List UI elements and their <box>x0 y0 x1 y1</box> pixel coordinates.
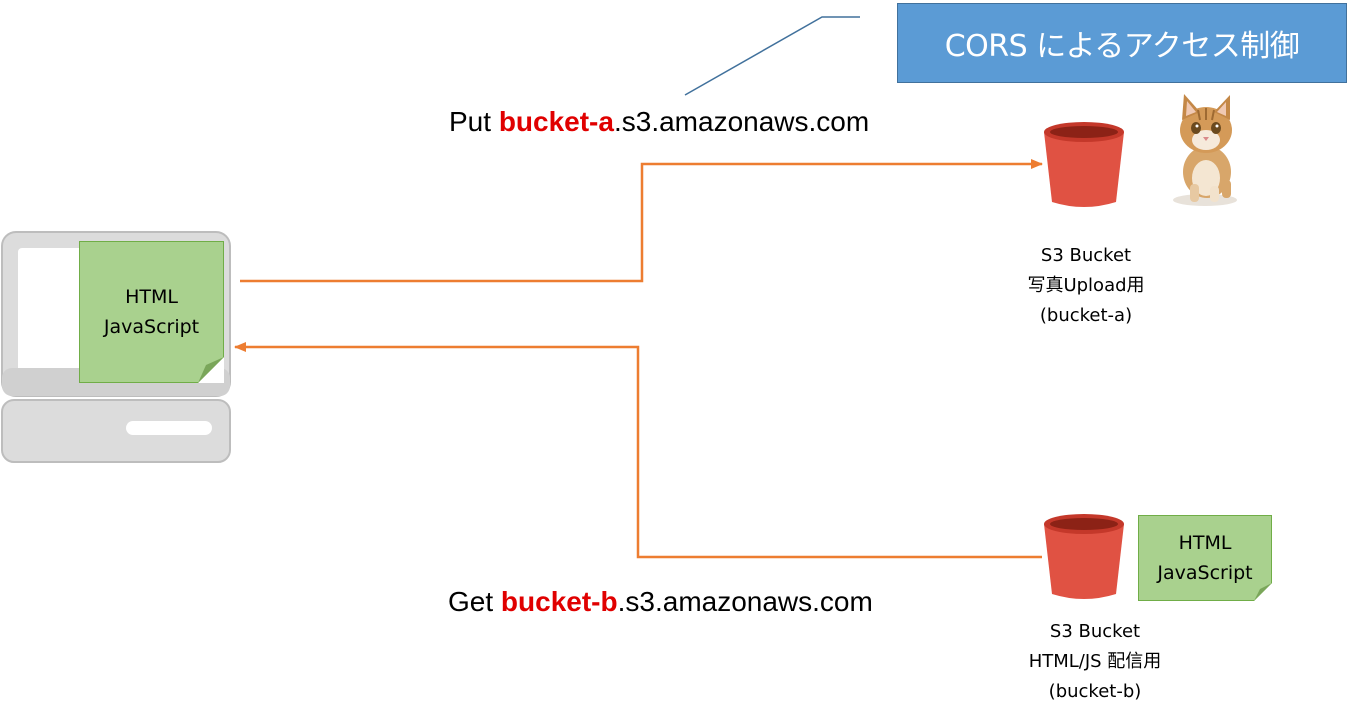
s3-bucket-a-icon <box>1044 122 1124 207</box>
client-note-line2: JavaScript <box>103 316 200 338</box>
bucket-b-note-line2: JavaScript <box>1157 562 1253 584</box>
note-fold-icon <box>1254 583 1272 601</box>
get-method: Get <box>448 586 494 617</box>
get-request-label: Get bucket-b.s3.amazonaws.com <box>448 586 873 618</box>
put-bucket-name: bucket-a <box>498 106 614 137</box>
bucket-a-caption-line3: (bucket-a) <box>1039 305 1133 326</box>
bucket-a-caption-line1: S3 Bucket <box>1040 245 1132 266</box>
client-html-js-note: HTML JavaScript <box>79 241 224 383</box>
title-text: CORS によるアクセス制御 <box>944 29 1300 64</box>
put-arrow <box>240 159 1043 283</box>
callout-leader-line <box>684 16 860 96</box>
get-bucket-name: bucket-b <box>500 586 618 617</box>
kitten-photo <box>1173 94 1237 206</box>
bucket-b-caption-line1: S3 Bucket <box>1049 621 1141 642</box>
bucket-a-caption-line2: 写真Upload用 <box>1027 275 1145 296</box>
bucket-b-html-js-note: HTML JavaScript <box>1138 515 1272 601</box>
put-method: Put <box>449 106 492 137</box>
put-request-label: Put bucket-a.s3.amazonaws.com <box>449 106 869 138</box>
s3-bucket-b-icon <box>1044 514 1124 599</box>
bucket-a-caption: S3 Bucket 写真Upload用 (bucket-a) <box>1027 241 1144 331</box>
note-fold-icon <box>198 357 224 383</box>
get-arrow <box>234 342 1042 559</box>
bucket-b-caption-line2: HTML/JS 配信用 <box>1028 651 1162 672</box>
bucket-b-note-line1: HTML <box>1178 532 1232 554</box>
title-box: CORS によるアクセス制御 <box>897 3 1347 83</box>
client-note-line1: HTML <box>125 286 178 308</box>
put-domain: .s3.amazonaws.com <box>613 106 870 137</box>
bucket-b-caption: S3 Bucket HTML/JS 配信用 (bucket-b) <box>1029 617 1162 707</box>
get-domain: .s3.amazonaws.com <box>617 586 873 617</box>
bucket-b-caption-line3: (bucket-b) <box>1048 681 1142 702</box>
